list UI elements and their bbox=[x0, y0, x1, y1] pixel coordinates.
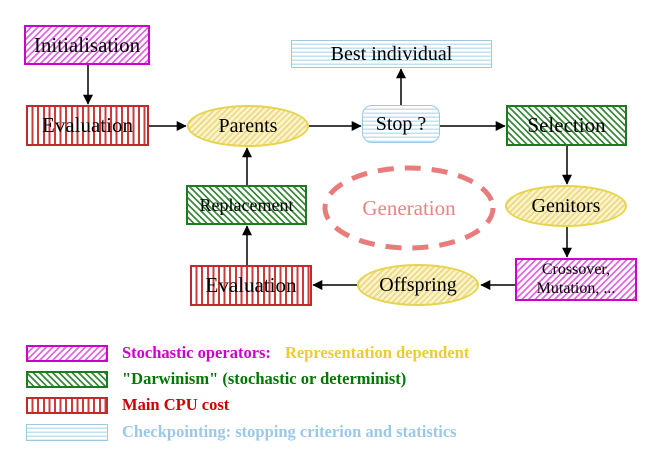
legend-text-checkpointing: Checkpointing: stopping criterion and st… bbox=[122, 422, 457, 442]
generation-label: Generation bbox=[362, 195, 456, 220]
legend-swatch-red-stripes bbox=[26, 397, 108, 414]
legend-label-representation-dependent: Representation dependent bbox=[284, 343, 470, 362]
legend-swatch-blue-stripes bbox=[26, 424, 108, 441]
legend-swatch-magenta-hatch bbox=[26, 345, 108, 362]
node-best-individual: Best individual bbox=[291, 40, 492, 68]
generation-dashed-ellipse bbox=[322, 165, 496, 251]
node-crossover-label-line2: Mutation, ... bbox=[536, 279, 616, 297]
node-parents: Parents bbox=[187, 105, 309, 147]
node-evaluation-top-label: Evaluation bbox=[42, 113, 133, 137]
legend-text-cpu-cost: Main CPU cost bbox=[122, 395, 229, 415]
node-selection-label: Selection bbox=[527, 113, 606, 137]
legend-label-stochastic-operators: Stochastic operators: bbox=[122, 343, 271, 362]
legend-swatch-green-hatch bbox=[26, 371, 108, 388]
node-best-individual-label: Best individual bbox=[330, 42, 453, 65]
legend-label-checkpointing: Checkpointing: stopping criterion and st… bbox=[122, 422, 457, 441]
node-evaluation-top: Evaluation bbox=[26, 105, 149, 146]
node-replacement: Replacement bbox=[186, 185, 307, 225]
node-offspring-label: Offspring bbox=[379, 273, 457, 296]
node-genitors-label: Genitors bbox=[531, 194, 601, 217]
legend-text-darwinism: "Darwinism" (stochastic or determinist) bbox=[122, 369, 406, 389]
node-evaluation-bottom-label: Evaluation bbox=[205, 273, 297, 297]
node-crossover-mutation: Crossover, Mutation, ... bbox=[515, 258, 637, 301]
node-replacement-label: Replacement bbox=[199, 194, 294, 215]
node-parents-label: Parents bbox=[218, 114, 278, 137]
node-initialisation-label: Initialisation bbox=[33, 32, 141, 57]
node-crossover-label-line1: Crossover, bbox=[541, 261, 611, 279]
node-selection: Selection bbox=[506, 105, 627, 146]
node-initialisation: Initialisation bbox=[24, 25, 150, 65]
legend-label-main-cpu-cost: Main CPU cost bbox=[122, 395, 230, 414]
node-stop-label: Stop ? bbox=[375, 112, 427, 135]
legend-text-stochastic: Stochastic operators: Representation depe… bbox=[122, 343, 469, 363]
node-genitors: Genitors bbox=[505, 185, 627, 227]
legend-label-darwinism: "Darwinism" (stochastic or determinist) bbox=[122, 369, 407, 388]
node-stop: Stop ? bbox=[362, 105, 440, 143]
node-offspring: Offspring bbox=[357, 264, 479, 306]
node-evaluation-bottom: Evaluation bbox=[190, 265, 312, 306]
